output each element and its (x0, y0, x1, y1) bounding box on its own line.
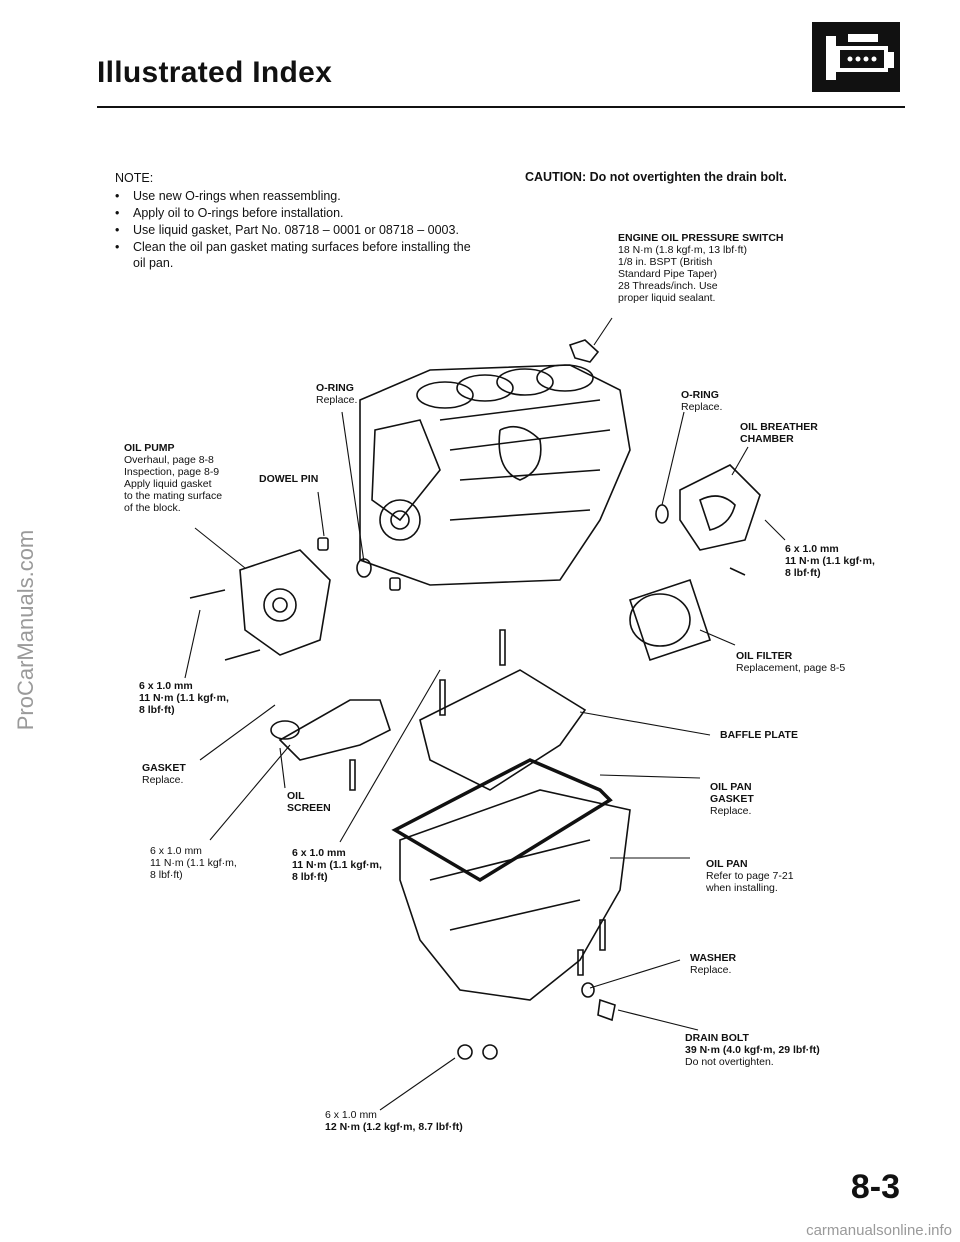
page-title: Illustrated Index (97, 56, 333, 89)
note-item: Use liquid gasket, Part No. 08718 – 0001… (115, 222, 485, 238)
oil-screen-shape (278, 699, 391, 761)
oil-filter-shape (628, 578, 712, 662)
footer-watermark: carmanualsonline.info (806, 1222, 952, 1239)
oil-pressure-switch-shape (568, 339, 600, 363)
label-gasket: GASKET Replace. (142, 762, 186, 786)
label-bolt-pump: 6 x 1.0 mm 11 N·m (1.1 kgf·m, 8 lbf·ft) (139, 680, 229, 716)
note-item: Use new O-rings when reassembling. (115, 188, 485, 204)
note-block: NOTE: Use new O-rings when reassembling.… (115, 170, 485, 272)
baffle-plate-shape (419, 669, 587, 791)
label-oring-right: O-RING Replace. (681, 389, 723, 413)
label-oil-breather-chamber: OIL BREATHER CHAMBER (740, 421, 818, 445)
note-item: Apply oil to O-rings before installation… (115, 205, 485, 221)
label-oil-pan: OIL PAN Refer to page 7-21 when installi… (706, 858, 794, 894)
engine-section-icon (812, 22, 900, 92)
label-dowel-pin: DOWEL PIN (259, 473, 319, 485)
oil-pan-shape (399, 789, 631, 1001)
cylinder-bore (456, 374, 514, 402)
caution-text: CAUTION: Do not overtighten the drain bo… (525, 170, 787, 184)
label-bolt-pan: 6 x 1.0 mm 12 N·m (1.2 kgf·m, 8.7 lbf·ft… (325, 1109, 463, 1133)
note-list: Use new O-rings when reassembling. Apply… (115, 188, 485, 271)
engine-block-outline (359, 364, 631, 586)
note-heading: NOTE: (115, 171, 154, 185)
oil-breather-shape (679, 464, 761, 551)
label-drain-bolt: DRAIN BOLT 39 N·m (4.0 kgf·m, 29 lbf·ft)… (685, 1032, 820, 1068)
page-number: 8-3 (850, 1168, 900, 1206)
label-oil-pump: OIL PUMP Overhaul, page 8-8 Inspection, … (124, 442, 223, 514)
label-bolt-screen-right: 6 x 1.0 mm 11 N·m (1.1 kgf·m, 8 lbf·ft) (292, 847, 382, 883)
drain-bolt-shape (597, 998, 616, 1022)
label-oil-screen: OIL SCREEN (287, 790, 331, 814)
note-item: Clean the oil pan gasket mating surfaces… (115, 239, 485, 271)
header-rule (97, 106, 905, 108)
oil-pump-shape (239, 549, 331, 656)
label-oring-left: O-RING Replace. (316, 382, 358, 406)
label-oil-pan-gasket: OIL PAN GASKET Replace. (710, 781, 754, 817)
cylinder-bore (496, 368, 554, 396)
label-bolt-breather: 6 x 1.0 mm 11 N·m (1.1 kgf·m, 8 lbf·ft) (785, 543, 875, 579)
label-oil-pressure-switch: ENGINE OIL PRESSURE SWITCH 18 N·m (1.8 k… (618, 232, 784, 304)
cylinder-bore (536, 364, 594, 392)
label-baffle-plate: BAFFLE PLATE (720, 729, 798, 741)
cylinder-bore (416, 381, 474, 409)
label-washer: WASHER Replace. (690, 952, 737, 976)
label-bolt-screen-left: 6 x 1.0 mm 11 N·m (1.1 kgf·m, 8 lbf·ft) (150, 845, 237, 881)
label-oil-filter: OIL FILTER Replacement, page 8-5 (736, 650, 846, 674)
